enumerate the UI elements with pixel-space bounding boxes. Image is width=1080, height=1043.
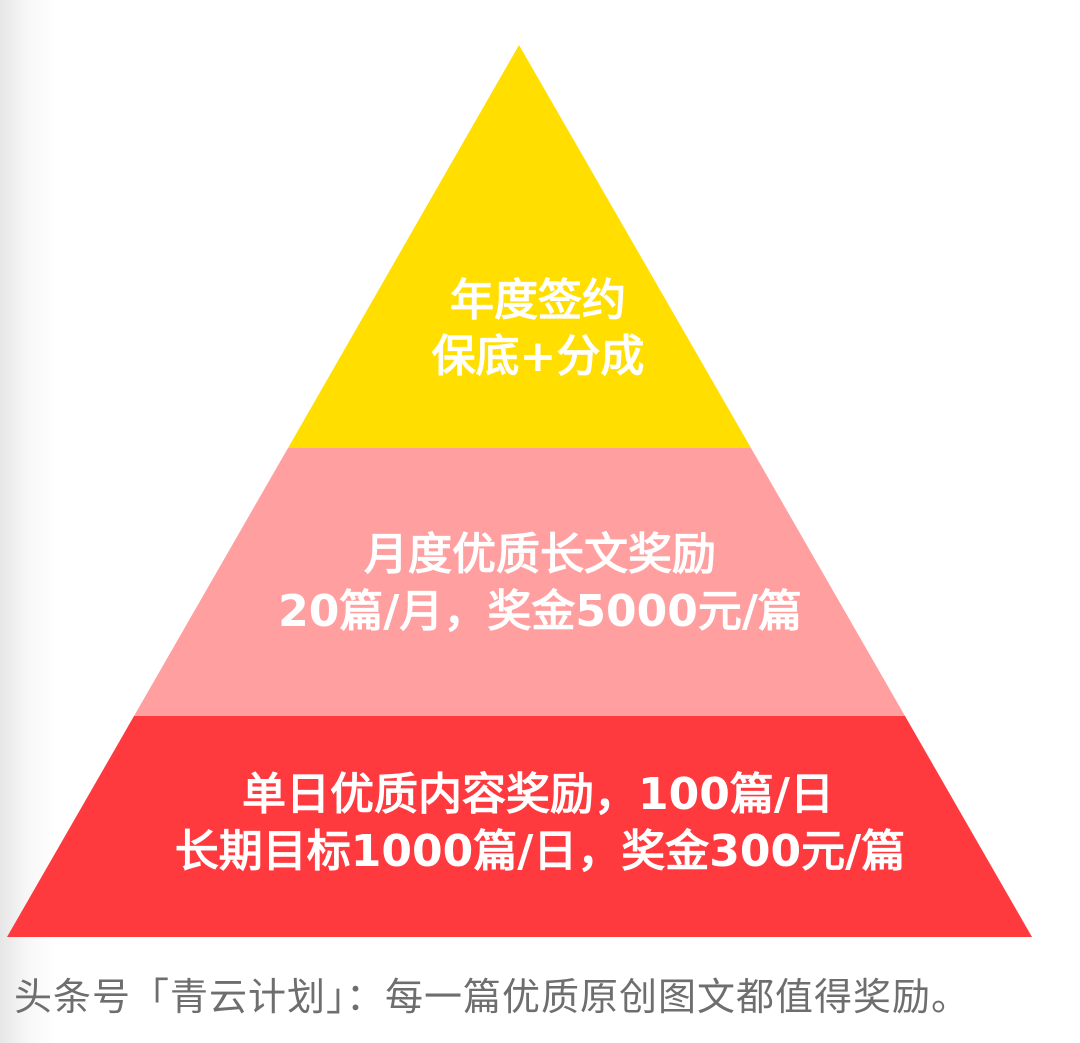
tier-middle-line-1: 月度优质长文奖励 bbox=[364, 529, 716, 580]
tier-top-line-1: 年度签约 bbox=[450, 275, 626, 326]
caption: 头条号「青云计划」：每一篇优质原创图文都值得奖励。 bbox=[14, 975, 971, 1019]
pyramid-tier-top bbox=[288, 45, 751, 448]
pyramid-tier-middle bbox=[134, 448, 905, 716]
tier-top-line-2: 保底+分成 bbox=[431, 331, 645, 382]
tier-bottom-line-1: 单日优质内容奖励，100篇/日 bbox=[242, 769, 834, 820]
pyramid-tier-bottom bbox=[7, 716, 1032, 937]
tier-bottom-line-2: 长期目标1000篇/日，奖金300元/篇 bbox=[174, 826, 906, 877]
tier-middle-line-2: 20篇/月，奖金5000元/篇 bbox=[278, 586, 802, 637]
